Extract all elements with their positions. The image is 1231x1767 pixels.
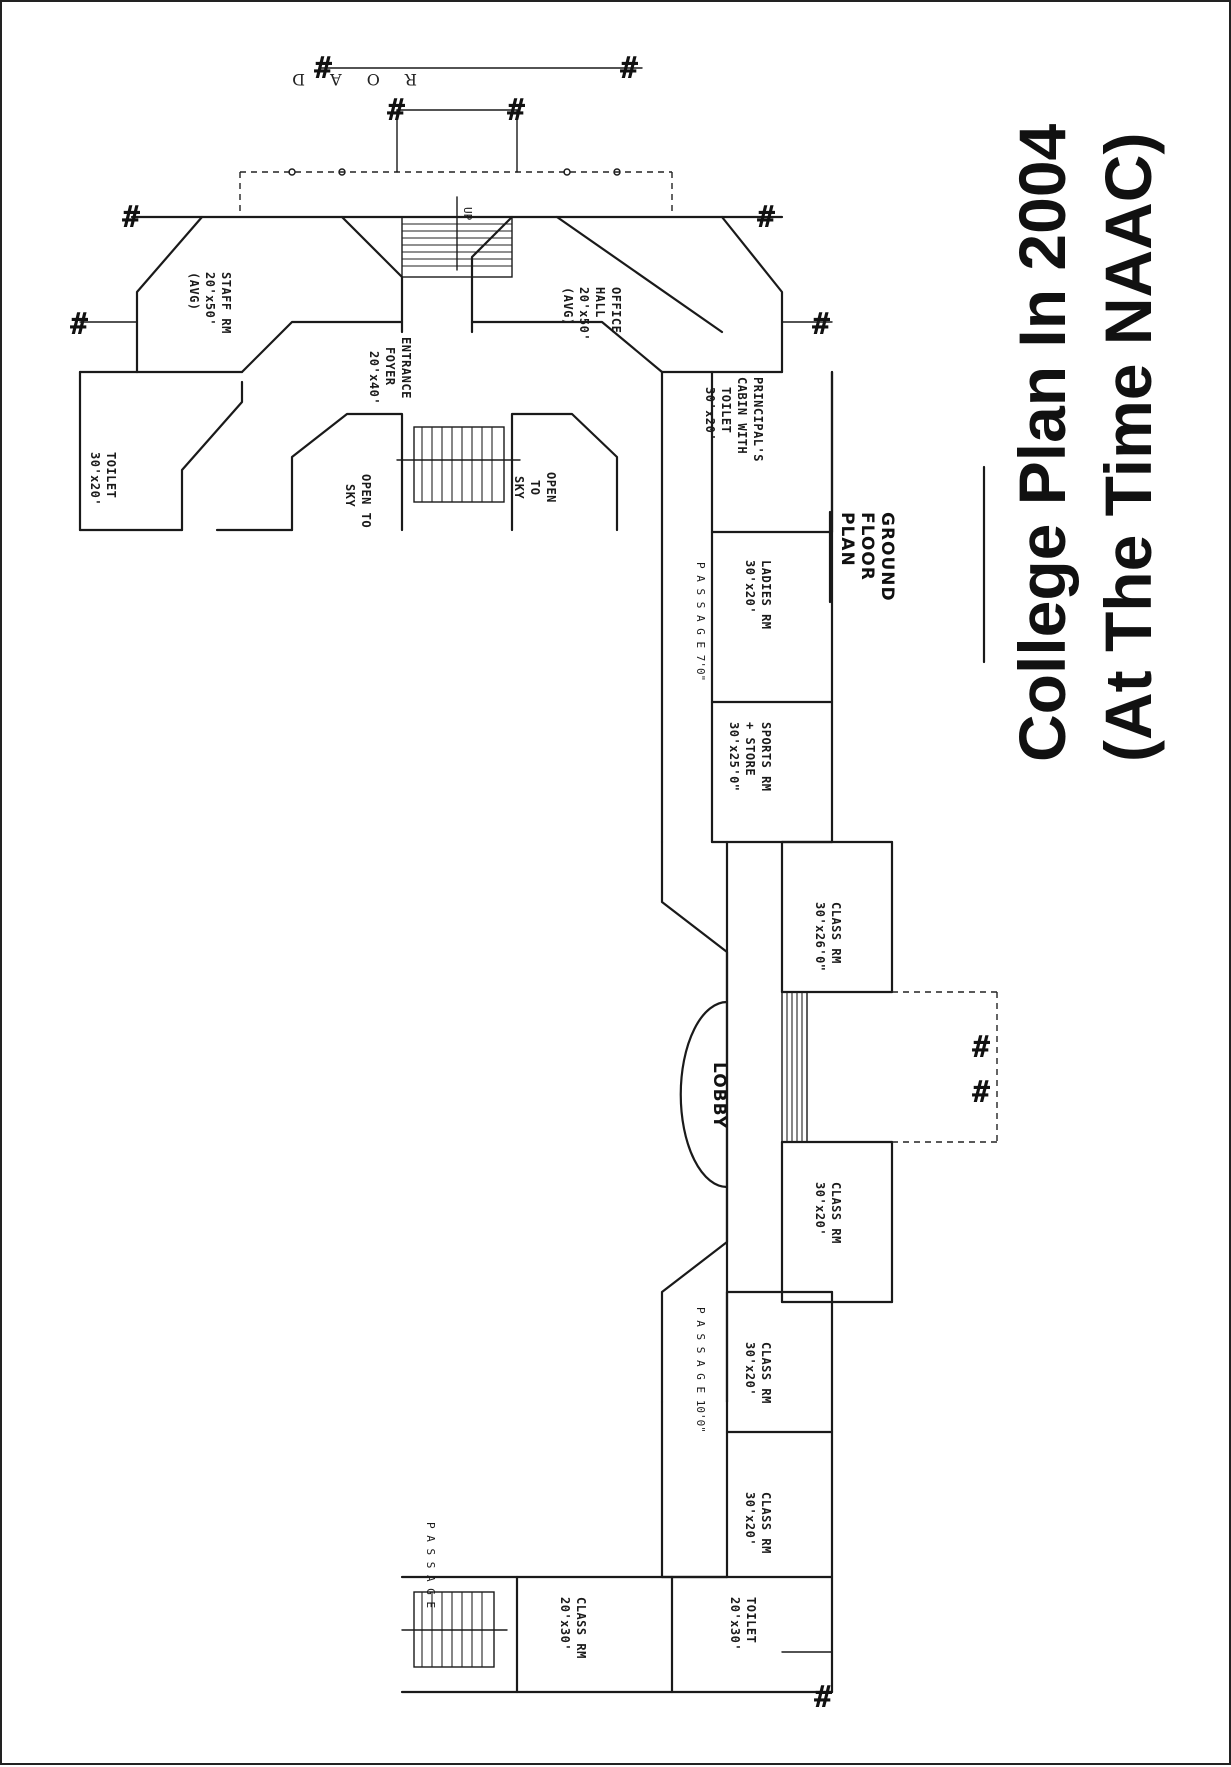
svg-text:LOBBY: LOBBY <box>709 1062 729 1129</box>
passage-labels: P A S S A G E 7'0" P A S S A G E 10'0" P… <box>424 562 707 1608</box>
svg-text:CLASS RM: CLASS RM <box>829 1182 843 1244</box>
svg-text:LADIES RM: LADIES RM <box>759 560 773 630</box>
page-title-line1: College Plan In 2004 <box>1005 123 1079 762</box>
svg-text:OFFICE: OFFICE <box>609 287 623 333</box>
svg-text:+ STORE: + STORE <box>743 722 757 776</box>
room-sports: SPORTS RM + STORE 30'x25'0" <box>727 722 773 792</box>
page-title-line2: (At The Time NAAC) <box>1091 133 1165 762</box>
column-mark: # <box>812 307 830 342</box>
passage-label-lower: P A S S A G E 10'0" <box>694 1307 707 1433</box>
svg-text:TOILET: TOILET <box>719 387 733 433</box>
svg-text:TOILET: TOILET <box>744 1597 758 1643</box>
svg-text:PRINCIPAL'S: PRINCIPAL'S <box>751 377 765 462</box>
svg-text:FOYER: FOYER <box>383 347 397 386</box>
room-class-d: CLASS RM 30'x20' <box>743 1492 773 1554</box>
svg-text:SKY: SKY <box>343 484 357 507</box>
svg-text:20'x30': 20'x30' <box>558 1597 572 1651</box>
room-toilet-bottom: TOILET 20'x30' <box>728 1597 758 1651</box>
room-labels: TOILET 30'x20' STAFF RM 20'x50' (AVG) EN… <box>88 272 843 1659</box>
svg-text:ENTRANCE: ENTRANCE <box>399 337 413 399</box>
svg-text:30'x20': 30'x20' <box>813 1182 827 1236</box>
entrance-steps: UP <box>401 196 513 278</box>
svg-text:TO: TO <box>528 480 542 495</box>
column-mark: # <box>70 307 88 342</box>
svg-text:20'x30': 20'x30' <box>728 1597 742 1651</box>
road-label: R O A D <box>282 70 417 89</box>
room-class-a: CLASS RM 30'x26'0" <box>813 902 843 972</box>
svg-text:30'x25'0": 30'x25'0" <box>727 722 741 792</box>
column-mark: # <box>620 51 638 86</box>
room-entrance-foyer: ENTRANCE FOYER 20'x40' <box>367 337 413 405</box>
svg-text:20'x50': 20'x50' <box>577 287 591 341</box>
column-mark: # <box>972 1075 990 1110</box>
entrance-portico: # # <box>239 93 673 217</box>
svg-text:CLASS RM: CLASS RM <box>829 902 843 964</box>
svg-text:20'x50': 20'x50' <box>203 272 217 326</box>
svg-text:(AVG): (AVG) <box>561 287 575 326</box>
svg-text:30'x20': 30'x20' <box>743 560 757 614</box>
room-open-sky-right: OPEN TO SKY <box>512 472 558 503</box>
column-mark: # <box>814 1680 832 1715</box>
rear-wing-walls: # <box>400 1290 834 1715</box>
room-staff: STAFF RM 20'x50' (AVG) <box>187 272 233 334</box>
column-mark: # <box>507 93 525 128</box>
courtyards <box>215 412 619 532</box>
svg-text:OPEN: OPEN <box>544 472 558 503</box>
svg-text:SKY: SKY <box>512 476 526 499</box>
svg-text:30'x20': 30'x20' <box>703 387 717 441</box>
room-class-b: CLASS RM 30'x20' <box>813 1182 843 1244</box>
svg-text:TOILET: TOILET <box>104 452 118 498</box>
room-open-sky-left: OPEN TO SKY <box>343 474 373 528</box>
column-mark: # <box>757 200 775 235</box>
passage-label-left: P A S S A G E <box>424 1522 437 1608</box>
room-class-c: CLASS RM 30'x20' <box>743 1342 773 1404</box>
svg-text:CLASS RM: CLASS RM <box>759 1492 773 1554</box>
ground-floor-plan-heading: GROUND FLOOR PLAN <box>828 510 897 604</box>
svg-text:CABIN WITH: CABIN WITH <box>735 377 749 454</box>
svg-text:30'x20': 30'x20' <box>88 452 102 506</box>
svg-text:HALL: HALL <box>593 287 607 318</box>
svg-text:SPORTS RM: SPORTS RM <box>759 722 773 792</box>
road-line: # # R O A D <box>282 51 643 89</box>
svg-text:30'x20': 30'x20' <box>743 1342 757 1396</box>
svg-text:CLASS RM: CLASS RM <box>574 1597 588 1659</box>
svg-text:GROUND: GROUND <box>877 512 897 602</box>
room-lobby: LOBBY <box>709 1062 729 1129</box>
svg-text:(AVG): (AVG) <box>187 272 201 311</box>
svg-text:STAFF RM: STAFF RM <box>219 272 233 334</box>
svg-text:30'x26'0": 30'x26'0" <box>813 902 827 972</box>
passage-label-upper: P A S S A G E 7'0" <box>694 562 707 681</box>
room-ladies: LADIES RM 30'x20' <box>743 560 773 630</box>
svg-text:FLOOR: FLOOR <box>857 512 877 581</box>
room-principal: PRINCIPAL'S CABIN WITH TOILET 30'x20' <box>703 377 765 462</box>
svg-text:PLAN: PLAN <box>837 512 857 567</box>
room-class-e: CLASS RM 20'x30' <box>558 1597 588 1659</box>
page-title: College Plan In 2004 (At The Time NAAC) <box>1005 123 1165 762</box>
foyer-stairs <box>396 426 521 503</box>
column-mark: # <box>314 51 332 86</box>
column-mark: # <box>972 1030 990 1065</box>
room-office-hall: OFFICE HALL 20'x50' (AVG) <box>561 287 623 341</box>
column-mark: # <box>387 93 405 128</box>
svg-text:CLASS RM: CLASS RM <box>759 1342 773 1404</box>
room-toilet-top: TOILET 30'x20' <box>88 452 118 506</box>
front-block-walls: # # # # <box>70 200 834 534</box>
up-label: UP <box>461 207 474 221</box>
svg-text:OPEN TO: OPEN TO <box>359 474 373 528</box>
svg-text:20'x40': 20'x40' <box>367 351 381 405</box>
middle-section-walls: # # <box>660 840 998 1404</box>
column-mark: # <box>122 200 140 235</box>
svg-text:30'x20': 30'x20' <box>743 1492 757 1546</box>
